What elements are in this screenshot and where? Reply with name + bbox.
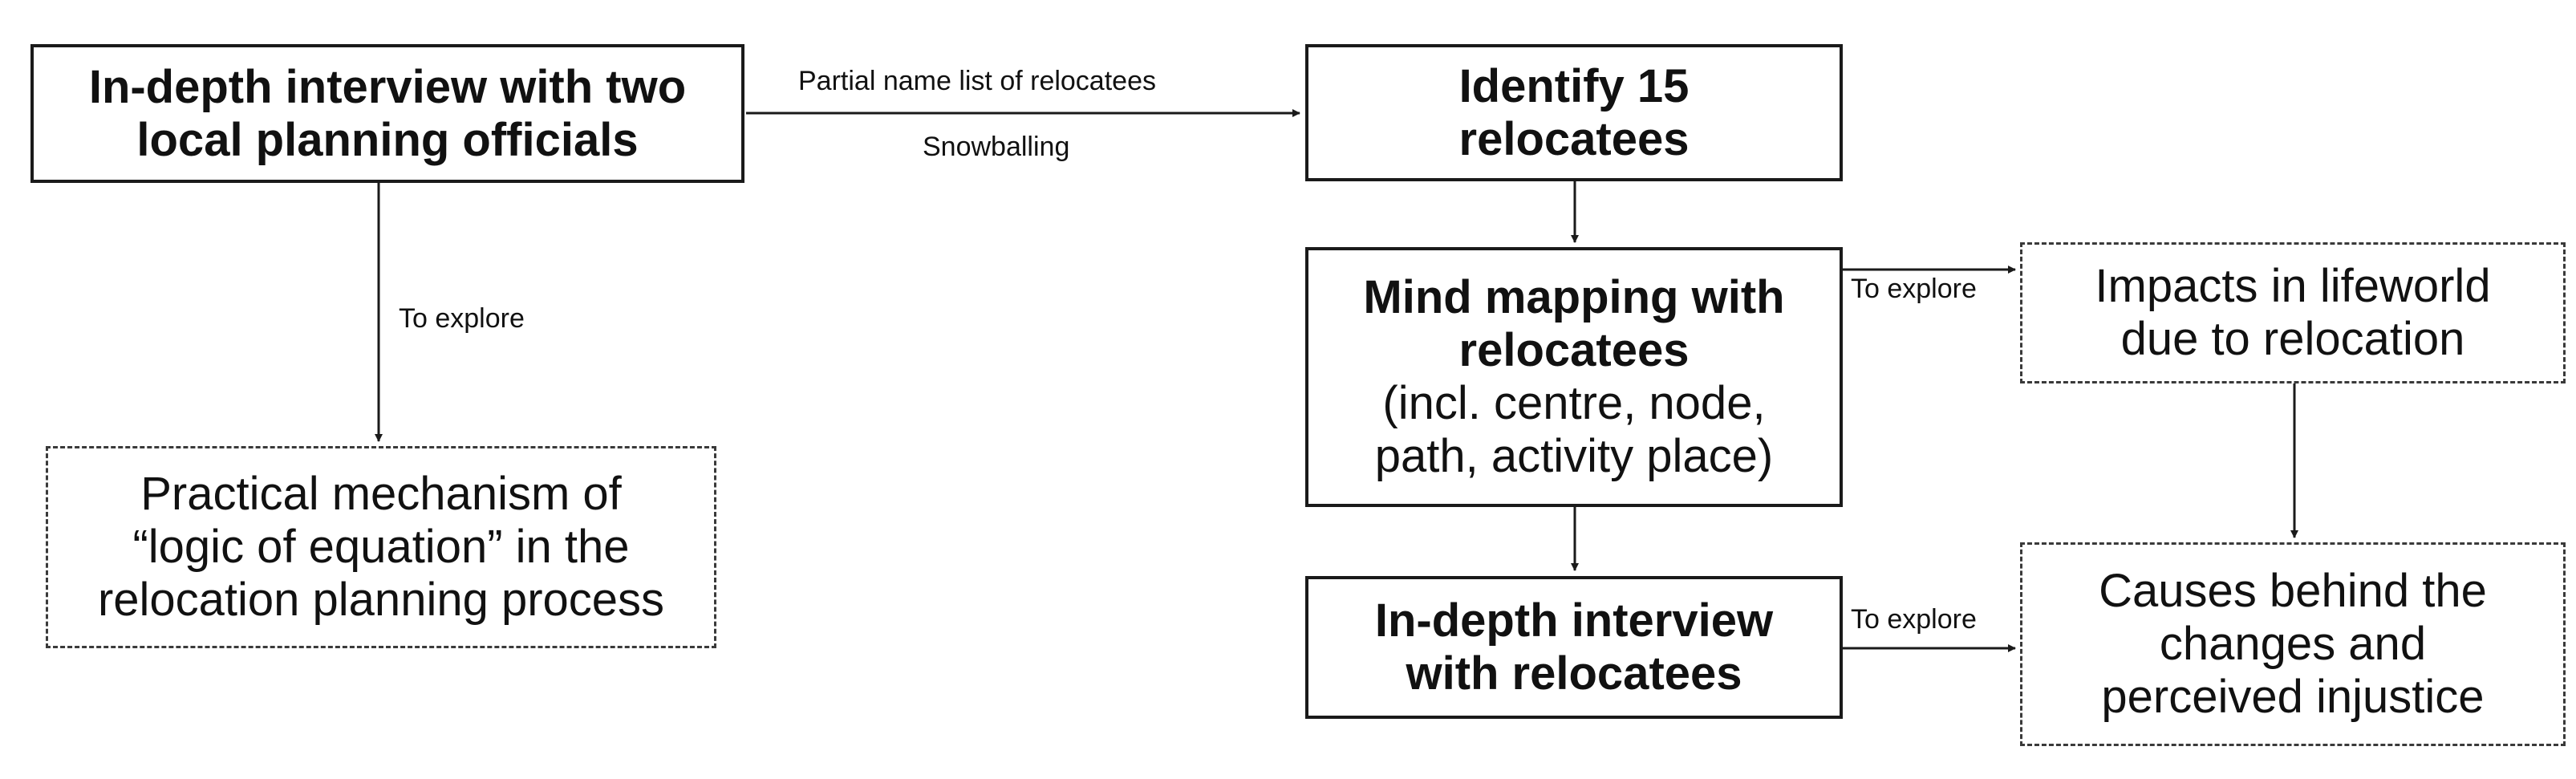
outcome-causes-injustice-line-1: Causes behind the	[2099, 565, 2487, 617]
node-identify-relocatees-line-2: relocatees	[1458, 112, 1690, 165]
node-officials-interview-line-2: local planning officials	[136, 113, 639, 166]
node-relocatees-interview-line-1: In-depth interview	[1374, 594, 1774, 647]
outcome-causes-injustice-line-2: changes and	[2159, 618, 2427, 670]
outcome-impacts-lifeworld: Impacts in lifeworld due to relocation	[2020, 242, 2566, 383]
node-relocatees-interview: In-depth interview with relocatees	[1305, 576, 1843, 719]
node-mind-mapping-title-line-2: relocatees	[1458, 324, 1690, 376]
edge-label-explore-officials: To explore	[399, 303, 525, 334]
node-identify-relocatees: Identify 15 relocatees	[1305, 44, 1843, 181]
outcome-impacts-lifeworld-line-2: due to relocation	[2120, 313, 2465, 365]
node-officials-interview: In-depth interview with two local planni…	[30, 44, 744, 183]
node-identify-relocatees-line-1: Identify 15	[1458, 59, 1690, 112]
edge-label-explore-relocatees: To explore	[1851, 604, 1977, 635]
outcome-practical-mechanism-line-3: relocation planning process	[97, 574, 665, 626]
node-mind-mapping-detail-line-2: path, activity place)	[1374, 430, 1774, 482]
node-relocatees-interview-line-2: with relocatees	[1406, 647, 1742, 700]
edge-label-name-list: Partial name list of relocatees	[798, 66, 1156, 96]
outcome-practical-mechanism: Practical mechanism of “logic of equatio…	[46, 446, 716, 648]
outcome-impacts-lifeworld-line-1: Impacts in lifeworld	[2095, 260, 2491, 312]
outcome-practical-mechanism-line-2: “logic of equation” in the	[132, 521, 630, 573]
node-mind-mapping: Mind mapping with relocatees (incl. cent…	[1305, 247, 1843, 507]
edge-label-snowballing: Snowballing	[923, 132, 1070, 162]
node-officials-interview-line-1: In-depth interview with two	[88, 60, 687, 113]
node-mind-mapping-title-line-1: Mind mapping with	[1363, 271, 1785, 323]
edge-label-explore-mind-mapping: To explore	[1851, 274, 1977, 304]
outcome-causes-injustice-line-3: perceived injustice	[2101, 671, 2485, 723]
outcome-causes-injustice: Causes behind the changes and perceived …	[2020, 542, 2566, 746]
node-mind-mapping-detail-line-1: (incl. centre, node,	[1382, 377, 1766, 429]
outcome-practical-mechanism-line-1: Practical mechanism of	[140, 468, 622, 520]
